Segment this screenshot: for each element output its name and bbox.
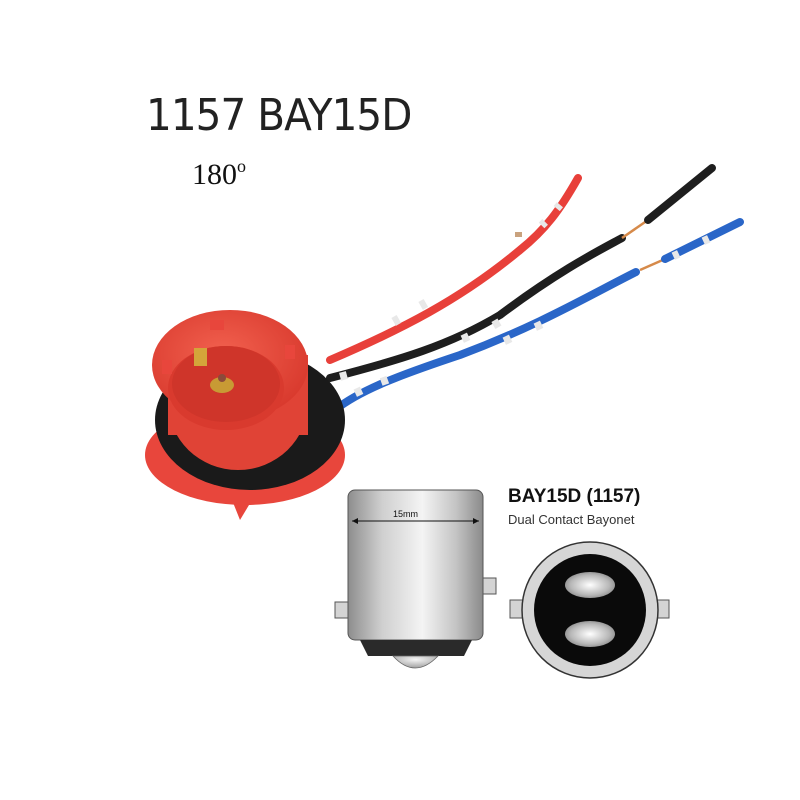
- angle-label: 180o: [192, 156, 246, 192]
- contact-top: [565, 572, 615, 598]
- wire-red: [326, 174, 582, 364]
- bayonet-bottom-diagram: [509, 541, 670, 679]
- side-pin-left: [334, 601, 349, 619]
- bayonet-side-diagram: [334, 489, 497, 669]
- dimension-label: 15mm: [393, 509, 419, 519]
- side-pin-right: [482, 577, 497, 595]
- degree-symbol: o: [237, 156, 246, 176]
- arrow-right-icon: [473, 518, 479, 524]
- bulb-socket: [145, 310, 345, 520]
- diagram-title: BAY15D (1157): [508, 486, 641, 507]
- wire-blue: [331, 218, 744, 414]
- arrow-left-icon: [352, 518, 358, 524]
- angle-value: 180: [192, 158, 237, 191]
- diagram-subtitle: Dual Contact Bayonet: [508, 512, 635, 527]
- wire-black: [326, 164, 716, 382]
- contact-bottom: [565, 621, 615, 647]
- product-title: 1157 BAY15D: [146, 90, 412, 141]
